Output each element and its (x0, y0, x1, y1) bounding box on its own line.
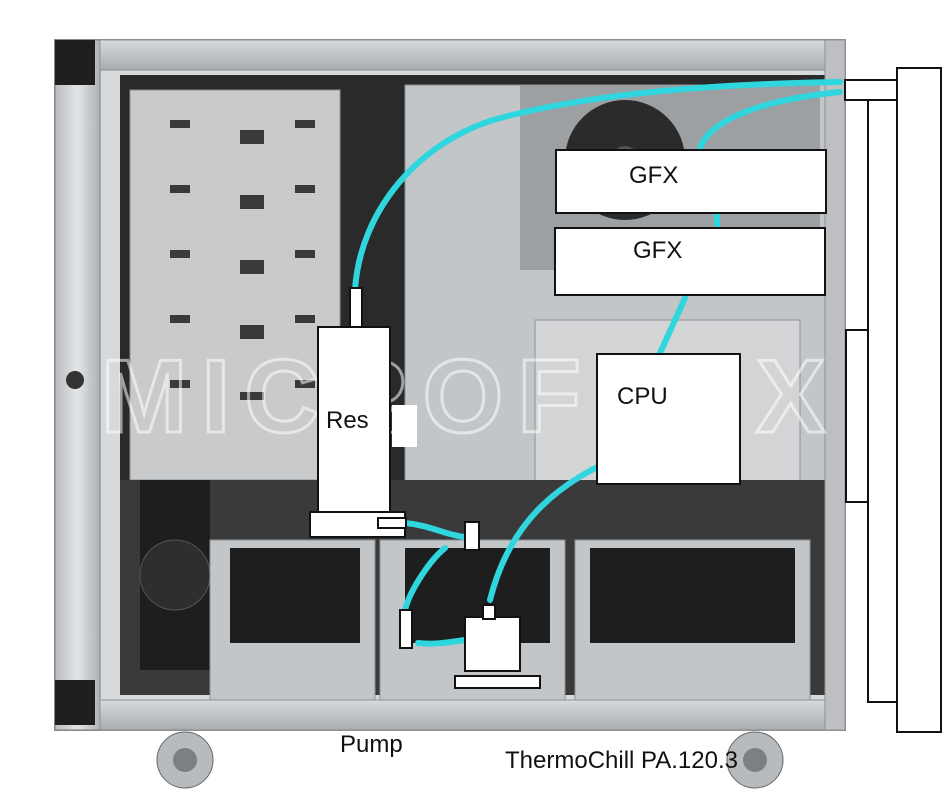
tube-res-to-pump-b (402, 545, 448, 613)
gfx-top-label: GFX (629, 162, 678, 189)
pump (399, 604, 541, 689)
res-label: Res (326, 407, 369, 434)
reservoir: Res (309, 287, 480, 551)
gfx-block-bottom: GFX (554, 227, 826, 296)
cpu-label: CPU (617, 383, 668, 410)
radiator-caption: ThermoChill PA.120.3 (505, 747, 738, 774)
gfx-block-top: GFX (555, 149, 827, 214)
tube-top-to-gfx (697, 89, 843, 151)
cpu-block: CPU (596, 353, 741, 485)
pump-caption: Pump (340, 731, 403, 758)
gfx-bottom-label: GFX (633, 237, 682, 264)
radiator (844, 67, 942, 733)
tube-res-to-pump-a (402, 520, 468, 540)
tube-res-to-top (352, 79, 843, 293)
tube-pump-inlet (415, 637, 468, 647)
